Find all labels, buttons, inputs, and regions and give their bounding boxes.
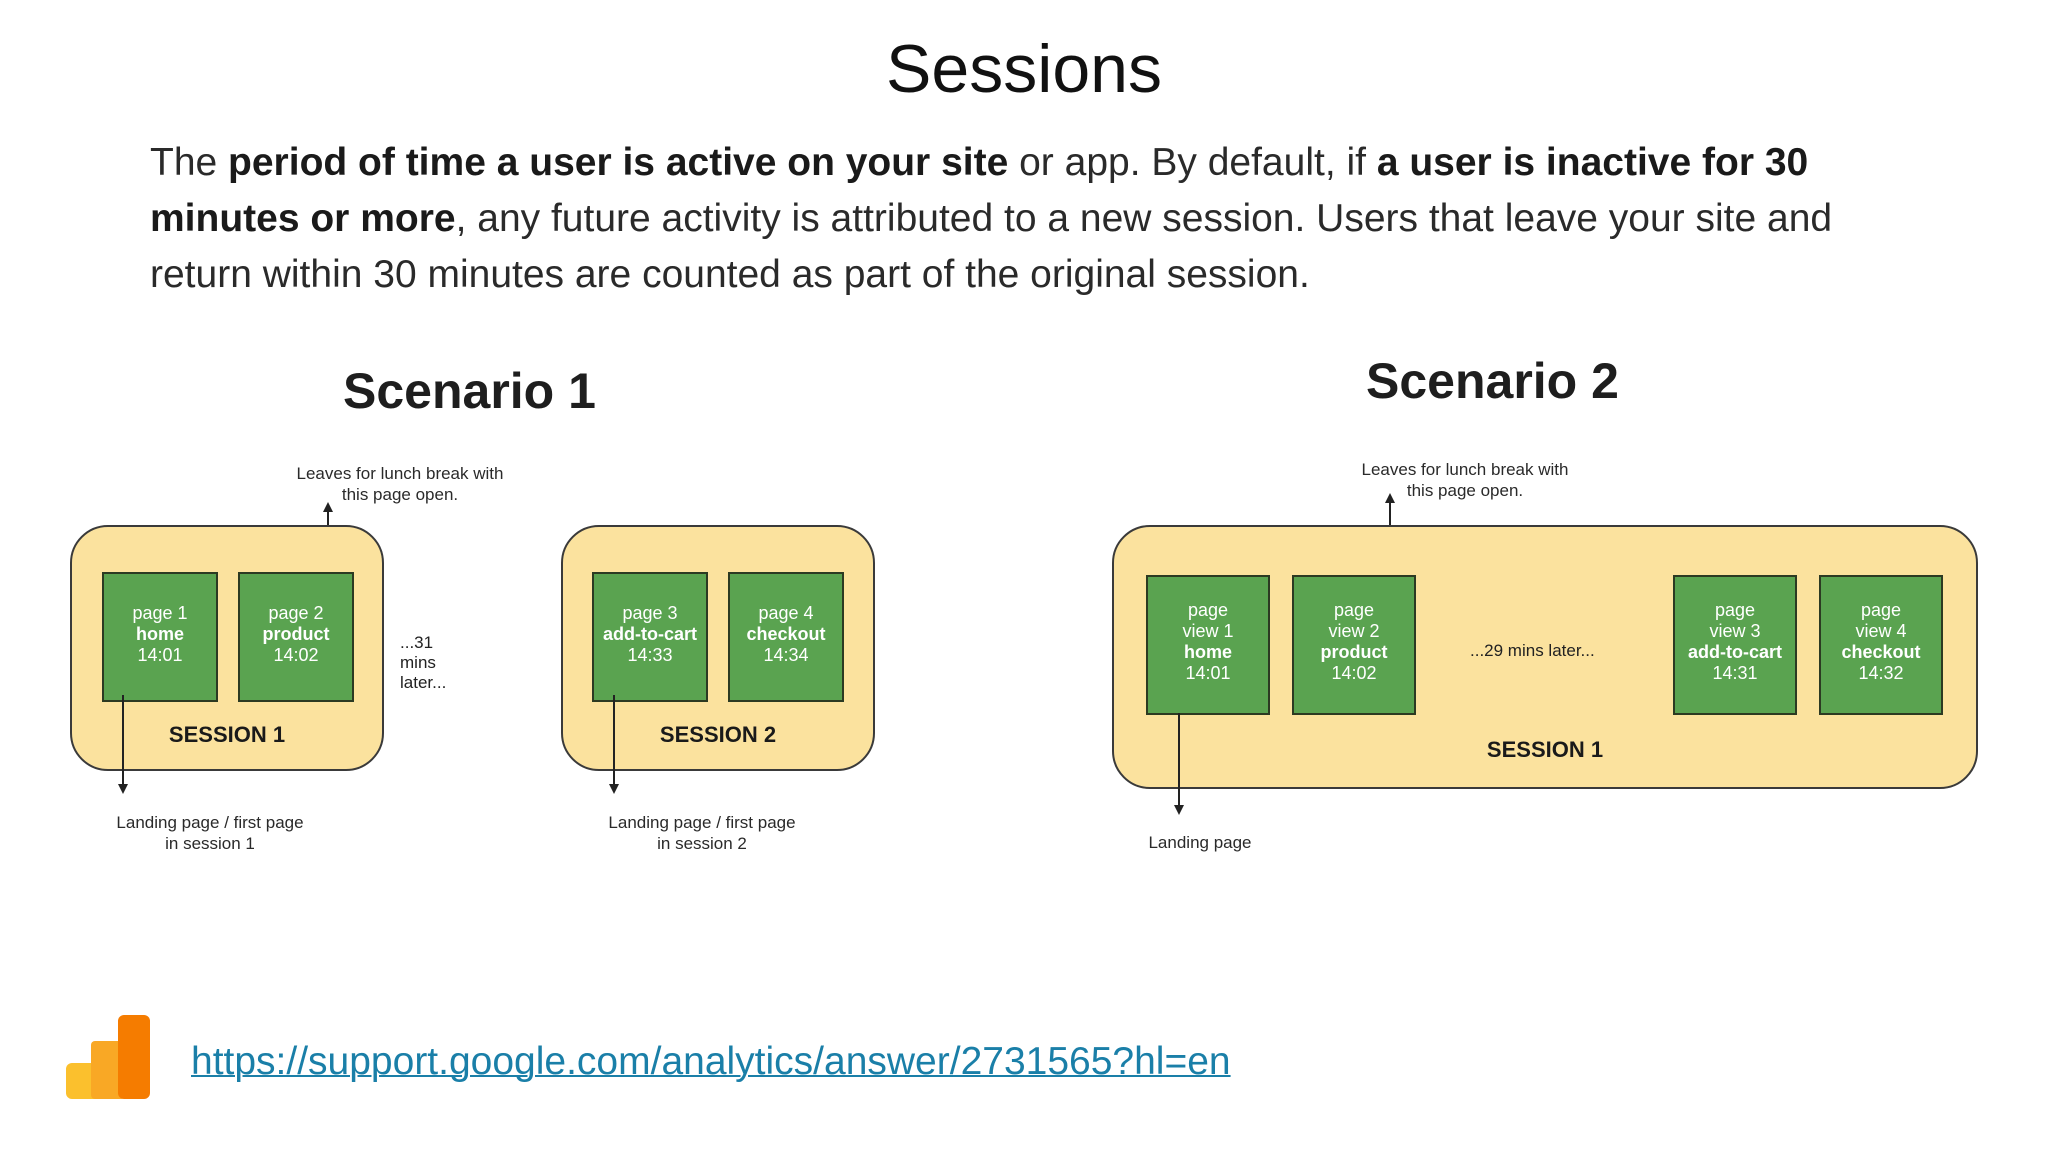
scenario2-page-view2: page view 2 product 14:02 (1292, 575, 1416, 715)
scenario2-landing-arrow (1178, 713, 1180, 805)
page-view-label: view 1 (1182, 621, 1234, 641)
page-time: 14:02 (273, 644, 319, 665)
page-label: page (1860, 600, 1902, 620)
page-time: 14:02 (1331, 663, 1377, 683)
scenario2-page-view4: page view 4 checkout 14:32 (1819, 575, 1943, 715)
page-name: add-to-cart (603, 623, 697, 644)
intro-text-1: The (150, 141, 229, 184)
google-analytics-logo-icon (66, 1015, 150, 1099)
intro-text-3: , any future activity is attributed to a… (150, 197, 1833, 296)
scenario1-landing1-note: Landing page / first page in session 1 (80, 812, 340, 854)
scenario1-session2-label: SESSION 2 (659, 722, 777, 747)
scenario1-landing1-line1: Landing page / first page (116, 813, 304, 832)
page-label: page (1187, 600, 1229, 620)
scenario1-page2: page 2 product 14:02 (238, 572, 354, 702)
page-time: 14:01 (137, 644, 183, 665)
scenario1-page3: page 3 add-to-cart 14:33 (592, 572, 708, 702)
intro-bold-2: a user is inactive for 30 minutes or mor… (150, 141, 1809, 240)
scenario2-title: Scenario 2 (1366, 353, 1619, 409)
scenario2-top-note-line2: this page open. (1406, 481, 1524, 500)
scenario1-session1-label: SESSION 1 (168, 722, 286, 747)
intro-paragraph: The period of time a user is active on y… (150, 135, 1930, 303)
page-label: page 1 (132, 602, 188, 623)
page-name: checkout (746, 623, 826, 644)
scenario1-top-note: Leaves for lunch break with this page op… (270, 463, 530, 505)
scenario1-title: Scenario 1 (343, 363, 596, 419)
intro-text-2: or app. By default, if (1008, 141, 1377, 184)
page-time: 14:33 (627, 644, 673, 665)
page-view-label: view 3 (1709, 621, 1761, 641)
scenario1-landing2-line2: in session 2 (657, 834, 747, 853)
scenario1-gap-text: ...31 mins later... (400, 633, 447, 692)
page-name: checkout (1841, 642, 1921, 662)
scenario2-landing-arrowhead (1174, 805, 1184, 815)
page-label: page 4 (758, 602, 814, 623)
page-name: home (135, 623, 184, 644)
page-time: 14:32 (1858, 663, 1904, 683)
scenario2-page-view1: page view 1 home 14:01 (1146, 575, 1270, 715)
slide-title: Sessions (886, 31, 1162, 107)
page-label: page 3 (622, 602, 678, 623)
page-view-label: view 2 (1328, 621, 1380, 641)
scenario1-session2-box: page 3 add-to-cart 14:33 page 4 checkout… (561, 525, 875, 771)
page-name: add-to-cart (1688, 642, 1782, 662)
scenario1-landing2-arrowhead (609, 784, 619, 794)
page-time: 14:01 (1185, 663, 1231, 683)
scenario1-top-note-line2: this page open. (341, 485, 459, 504)
page-label: page (1714, 600, 1756, 620)
page-label: page (1333, 600, 1375, 620)
scenario2-page-view3: page view 3 add-to-cart 14:31 (1673, 575, 1797, 715)
support-link[interactable]: https://support.google.com/analytics/ans… (191, 1040, 1231, 1083)
scenario2-landing-note: Landing page (1148, 833, 1252, 852)
scenario1-landing2-line1: Landing page / first page (608, 813, 796, 832)
scenario2-gap-text: ...29 mins later... (1470, 641, 1595, 660)
scenario2-session1-label: SESSION 1 (1486, 737, 1604, 762)
page-view-label: view 4 (1855, 621, 1907, 641)
page-name: product (262, 623, 330, 644)
page-time: 14:31 (1712, 663, 1758, 683)
page-name: product (1320, 642, 1388, 662)
scenario1-landing1-arrowhead (118, 784, 128, 794)
scenario1-page4: page 4 checkout 14:34 (728, 572, 844, 702)
scenario1-landing1-arrow (122, 695, 124, 784)
scenario1-landing2-note: Landing page / first page in session 2 (572, 812, 832, 854)
page-label: page 2 (268, 602, 324, 623)
page-time: 14:34 (763, 644, 809, 665)
scenario2-session1-box: page view 1 home 14:01 page view 2 produ… (1112, 525, 1978, 789)
scenario1-landing1-line2: in session 1 (165, 834, 255, 853)
scenario1-top-note-line1: Leaves for lunch break with (296, 464, 504, 483)
scenario2-up-arrowhead (1385, 493, 1395, 503)
page-name: home (1183, 642, 1232, 662)
scenario1-up-arrowhead (323, 502, 333, 512)
scenario2-top-note: Leaves for lunch break with this page op… (1340, 459, 1590, 501)
intro-bold-1: period of time a user is active on your … (228, 141, 1009, 184)
scenario1-session1-box: page 1 home 14:01 page 2 product 14:02 S… (70, 525, 384, 771)
scenario2-top-note-line1: Leaves for lunch break with (1361, 460, 1569, 479)
scenario1-page1: page 1 home 14:01 (102, 572, 218, 702)
scenario1-landing2-arrow (613, 695, 615, 784)
